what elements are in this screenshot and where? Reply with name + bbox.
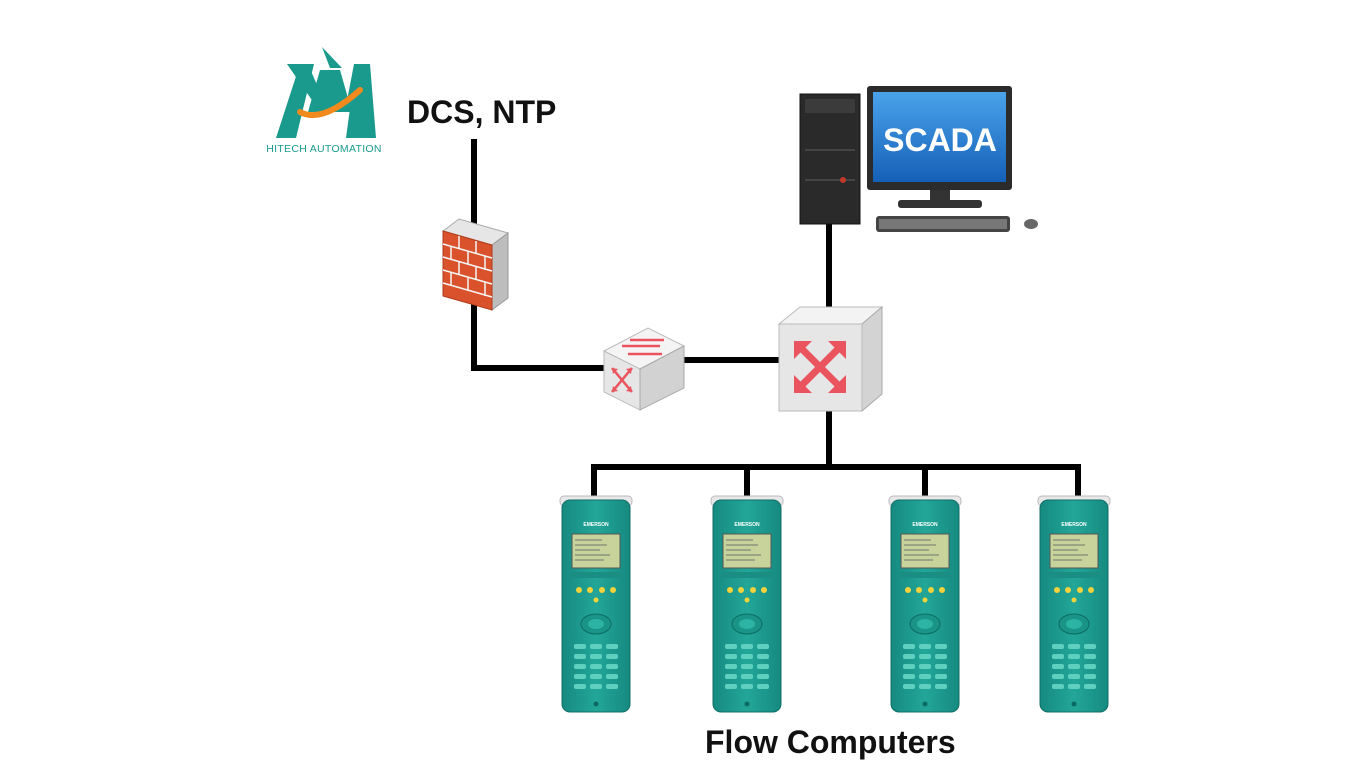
flow-computer-1	[559, 495, 633, 713]
flow-computer-icon	[710, 495, 784, 713]
network-links	[471, 139, 1081, 499]
flow-computers-label: Flow Computers	[705, 724, 956, 760]
logo-company-name: HITECH AUTOMATION	[266, 143, 382, 155]
flow-computer-icon	[559, 495, 633, 713]
flow-computer-3	[888, 495, 962, 713]
dcs-ntp-label: DCS, NTP	[407, 94, 557, 130]
flow-computer-2	[710, 495, 784, 713]
flow-computer-4	[1037, 495, 1111, 713]
scada-workstation-icon	[799, 86, 1038, 232]
flow-computer-icon	[888, 495, 962, 713]
switch-icon	[602, 327, 686, 411]
scada-label: SCADA	[883, 122, 997, 158]
hitech-automation-logo	[276, 47, 376, 138]
link-dcs-firewall-switch	[471, 139, 609, 371]
firewall-icon	[441, 218, 510, 311]
core-switch-icon	[777, 305, 884, 413]
flow-computer-icon	[1037, 495, 1111, 713]
